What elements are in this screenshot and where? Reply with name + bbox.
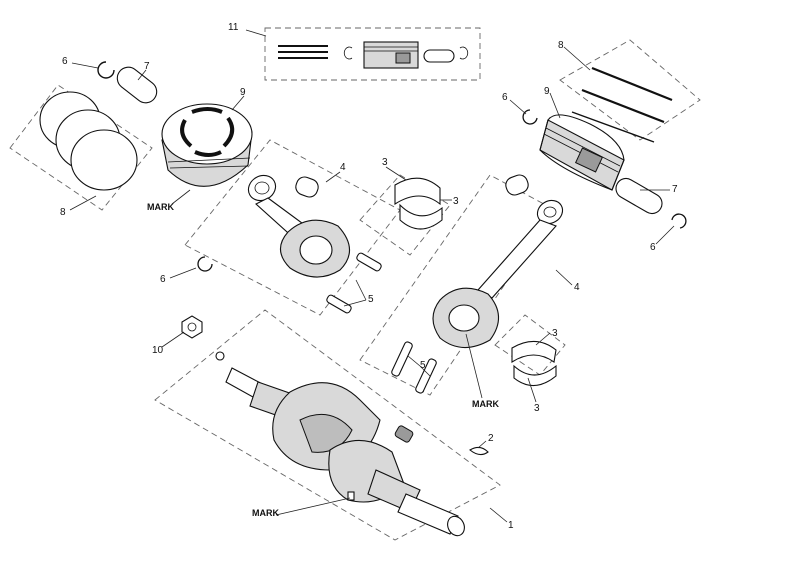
mark-label-rod: MARK (472, 399, 499, 409)
bearing-shell-lower-left (399, 203, 443, 230)
rod-bolt-left-2 (326, 294, 352, 314)
small-bearing-right (505, 174, 529, 196)
crank-mark-spot (347, 491, 355, 501)
rod-bolt-left-1 (356, 252, 382, 272)
callout-1: 1 (508, 520, 514, 531)
callout-2: 2 (488, 433, 494, 444)
washer-icon (215, 351, 225, 361)
ring-set-left-box (9, 84, 153, 211)
callout-7-left: 7 (144, 61, 150, 72)
woodruff-key-icon (469, 446, 489, 456)
circlip-lower-left-icon (197, 256, 213, 272)
piston-ring-left-3 (70, 129, 138, 191)
callout-labels: 11 6 7 8 9 3 3 4 5 6 8 9 6 7 6 4 3 3 5 1… (60, 22, 678, 531)
rod-small-end-right (536, 199, 564, 225)
callout-3-left-side: 3 (453, 196, 459, 207)
rod-bolt-right-2 (415, 358, 437, 394)
callout-8-right: 8 (558, 40, 564, 51)
bearing-shell-upper-left (394, 177, 441, 206)
callout-6-lower-right: 6 (650, 242, 656, 253)
callout-9-left: 9 (240, 87, 246, 98)
bearing-shell-upper-right (511, 340, 557, 364)
left-piston-group (39, 61, 253, 191)
connecting-rod-left (197, 174, 382, 314)
rod-bolt-right-1 (391, 341, 413, 377)
circlip-left-icon (97, 61, 115, 79)
kit-circlip-icon-2 (459, 46, 469, 60)
bearing-left-box (359, 174, 451, 256)
callout-4-right: 4 (574, 282, 580, 293)
small-bearing-left (295, 176, 319, 198)
callout-6-lower-left: 6 (160, 274, 166, 285)
leader-lines (69, 29, 675, 523)
callout-5-left: 5 (368, 294, 374, 305)
rod-shank-right (477, 219, 557, 299)
callout-11: 11 (228, 22, 239, 33)
kit-box-11 (264, 27, 481, 81)
callout-7-right: 7 (672, 184, 678, 195)
crank-rear-shaft (397, 493, 459, 535)
piston-pin-right-icon (615, 177, 663, 215)
right-piston-group (522, 66, 687, 229)
callout-3-lower-right: 3 (534, 403, 540, 414)
piston-pin-left-icon (116, 66, 158, 104)
kit-circlip-icon (343, 46, 353, 60)
rod-small-end-left (247, 174, 277, 202)
mark-label-crankshaft: MARK (252, 508, 279, 518)
piston-ring-right-3 (571, 111, 655, 143)
connecting-rod-right (391, 174, 564, 394)
circlip-right-icon (522, 109, 538, 125)
piston-ring-right-1 (591, 66, 673, 102)
bearing-shell-lower-right (513, 364, 557, 387)
callout-8-left: 8 (60, 207, 66, 218)
callout-10: 10 (152, 345, 164, 356)
crankshaft (181, 315, 489, 537)
callout-6-upper-right: 6 (502, 92, 508, 103)
callout-4-left: 4 (340, 162, 346, 173)
crankshaft-box (154, 309, 501, 541)
callout-3-upper-left: 3 (382, 157, 388, 168)
bearing-shells-left (394, 177, 443, 230)
rod-right-box (359, 174, 556, 396)
kit-pin-icon (423, 49, 455, 63)
kit-contents (278, 41, 469, 69)
mark-label-piston: MARK (147, 202, 174, 212)
ring-set-right-box (559, 39, 701, 141)
crankpin-bearing (394, 425, 414, 443)
bearing-right-box (494, 314, 566, 376)
piston-ring-right-2 (581, 88, 665, 124)
callout-9-right: 9 (544, 86, 550, 97)
bearing-shells-right (511, 340, 557, 387)
nut-icon (181, 315, 203, 339)
callout-3-upper-right: 3 (552, 328, 558, 339)
callout-6-top-left: 6 (62, 56, 68, 67)
callout-5-right: 5 (420, 360, 426, 371)
circlip-right-2-icon (671, 213, 687, 229)
